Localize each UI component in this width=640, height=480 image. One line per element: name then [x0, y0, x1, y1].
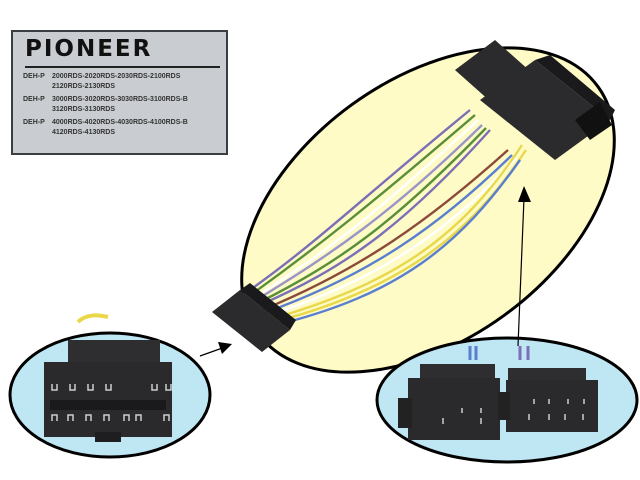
pioneer-connector-detail	[8, 313, 212, 459]
brand-divider	[25, 66, 220, 68]
iso-connector-detail	[375, 336, 639, 464]
pioneer-connector	[212, 283, 296, 352]
wire-bundle	[249, 109, 528, 328]
callout-arrow-right	[517, 186, 531, 347]
callout-arrow-left	[199, 342, 232, 357]
iso-connectors	[455, 40, 615, 160]
brand-logo: PIONEER	[25, 36, 153, 62]
